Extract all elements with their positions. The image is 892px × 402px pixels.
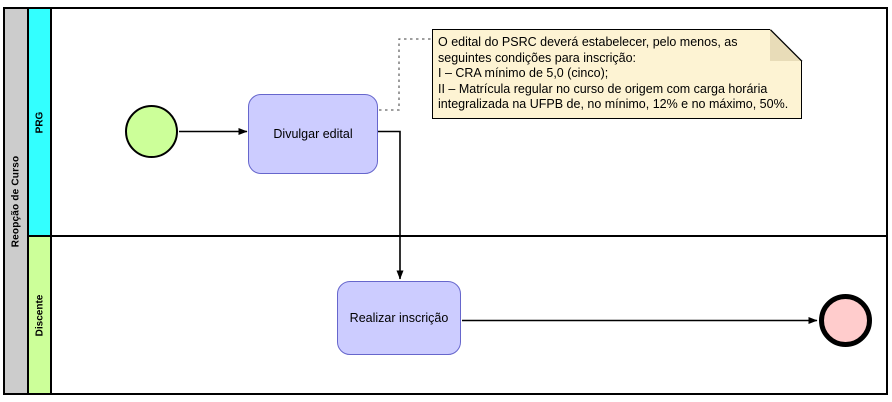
start-event[interactable] xyxy=(125,105,178,158)
task-divulgar-edital-label: Divulgar edital xyxy=(273,127,353,141)
task-realizar-inscricao[interactable]: Realizar inscrição xyxy=(337,281,461,355)
lane-header-discente: Discente xyxy=(29,237,52,393)
note-background xyxy=(432,29,802,119)
lane-header-prg: PRG xyxy=(29,9,52,235)
task-realizar-inscricao-label: Realizar inscrição xyxy=(349,311,449,325)
lane-body-discente xyxy=(52,237,886,393)
lane-discente: Discente xyxy=(29,237,886,393)
pool-header: Reopção de Curso xyxy=(5,9,29,393)
note-text: O edital do PSRC deverá estabelecer, pel… xyxy=(438,35,789,111)
lane-label-prg: PRG xyxy=(34,111,46,133)
text-annotation[interactable]: O edital do PSRC deverá estabelecer, pel… xyxy=(432,29,803,119)
task-divulgar-edital[interactable]: Divulgar edital xyxy=(248,94,378,174)
end-event[interactable] xyxy=(819,294,872,347)
lane-label-discente: Discente xyxy=(34,294,45,336)
pool-title: Reopção de Curso xyxy=(10,155,22,247)
